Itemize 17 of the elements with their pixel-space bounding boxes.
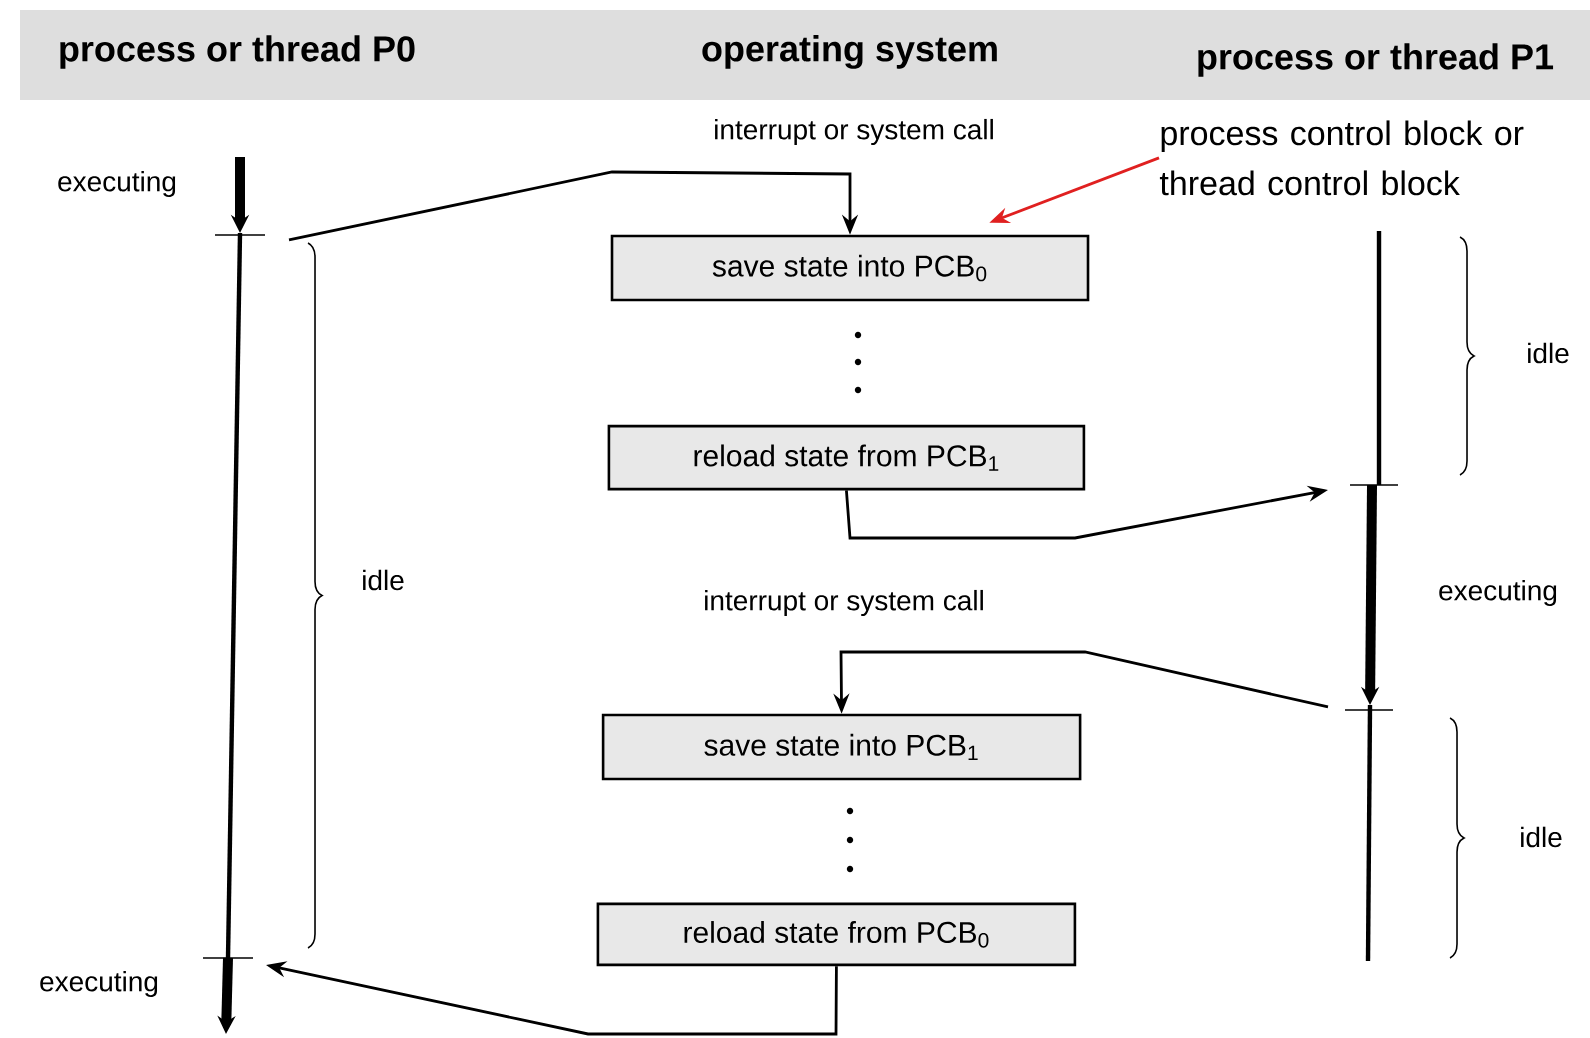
annotation-text: process control block or thread control block [1159,120,1524,196]
process-box: reload state from PCB$_{1}$ [607,424,1086,491]
column-heading: process or thread P0 [60,35,415,69]
event-label: interrupt or system call [715,118,993,146]
state-label: executing [1439,579,1557,607]
process-box: save state into PCB$_{1}$ [601,713,1082,781]
event-label: interrupt or system call [705,589,983,617]
state-label: idle [1521,826,1562,848]
state-label: idle [363,569,404,591]
state-label: executing [40,970,158,998]
arrow [288,170,859,242]
process-box: reload state from PCB$_{0}$ [596,902,1077,967]
state-label: executing [58,170,176,198]
state-label: idle [1528,342,1569,364]
process-box: save state into PCB$_{0}$ [610,234,1090,302]
column-heading: operating system [702,35,997,69]
column-heading: process or thread P1 [1198,43,1554,77]
